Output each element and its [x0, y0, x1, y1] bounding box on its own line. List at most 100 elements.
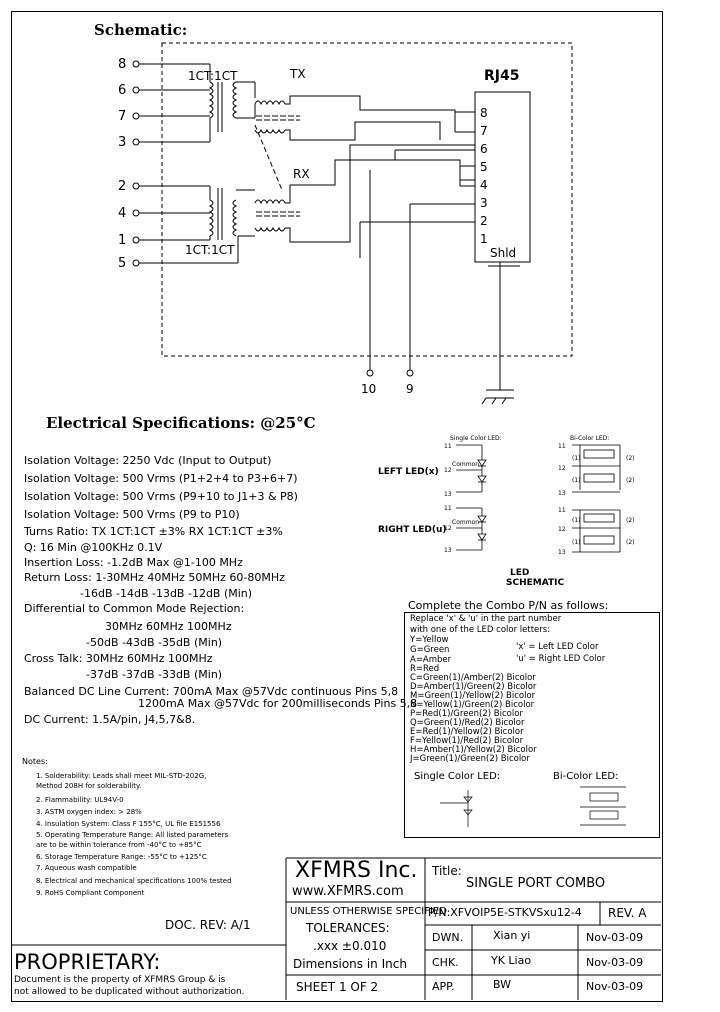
chk-date: Nov-03-09	[586, 956, 644, 969]
combo-box	[404, 612, 660, 838]
spec-line-9: -16dB -14dB -13dB -12dB (Min)	[80, 587, 253, 600]
electrical-specs-title: Electrical Specifications: @25°C	[46, 414, 316, 432]
xfmr-bottom-label: 1CT:1CT	[185, 243, 235, 257]
combo-letter: D=Amber(1)/Green(2) Bicolor	[410, 682, 537, 692]
title-label: Title:	[432, 864, 462, 878]
led-caption-2: SCHEMATIC	[506, 578, 564, 588]
spec-line-5: Turns Ratio: TX 1CT:1CT ±3% RX 1CT:1CT ±…	[24, 525, 283, 538]
combo-letter: A=Amber	[410, 655, 452, 665]
spec-line-4: Isolation Voltage: 500 Vrms (P9 to P10)	[24, 508, 240, 521]
spec-line-6: Q: 16 Min @100KHz 0.1V	[24, 541, 163, 554]
rx-label: RX	[293, 167, 310, 181]
chk-name: YK Liao	[491, 954, 532, 967]
combo-letter: Q=Green(1)/Red(2) Bicolor	[410, 718, 525, 728]
rj45-pin-7: 7	[480, 124, 488, 138]
combo-u-note: 'u' = Right LED Color	[516, 654, 606, 664]
combo-letter: E=Red(1)/Yellow(2) Bicolor	[410, 727, 524, 737]
pin-9-label: 9	[406, 382, 414, 396]
svg-text:13: 13	[558, 549, 566, 556]
drawing-title: SINGLE PORT COMBO	[466, 876, 606, 891]
spec-line-15: Balanced DC Line Current: 700mA Max @57V…	[24, 685, 399, 698]
note-line: are to be within tolerance from -40°C to…	[36, 841, 202, 849]
combo-bi-label: Bi-Color LED:	[553, 771, 619, 782]
svg-text:13: 13	[558, 490, 566, 497]
combo-letter: H=Amber(1)/Yellow(2) Bicolor	[410, 745, 537, 755]
company-name: XFMRS Inc.	[295, 858, 418, 883]
svg-text:11: 11	[444, 443, 452, 450]
svg-text:(1): (1)	[572, 539, 581, 546]
proprietary-line-2: not allowed to be duplicated without aut…	[14, 987, 245, 997]
note-line: 3. ASTM oxygen index: > 28%	[36, 808, 142, 816]
svg-text:13: 13	[444, 547, 452, 554]
company-website: www.XFMRS.com	[292, 884, 404, 899]
pin-10-label: 10	[361, 382, 376, 396]
page-border	[11, 11, 663, 1002]
spec-line-10: Differential to Common Mode Rejection:	[24, 602, 245, 615]
combo-x-note: 'x' = Left LED Color	[516, 642, 599, 652]
svg-text:12: 12	[444, 525, 452, 532]
note-line: Method 208H for solderability.	[36, 782, 142, 790]
chk-role: CHK.	[432, 956, 459, 969]
dwn-role: DWN.	[432, 931, 464, 944]
tolerance-value: .xxx ±0.010	[313, 939, 387, 953]
rj45-pin-8: 8	[480, 106, 488, 120]
combo-letter: F=Yellow(1)/Red(2) Bicolor	[410, 736, 524, 746]
svg-text:(2): (2)	[626, 455, 635, 462]
spec-line-13: Cross Talk: 30MHz 60MHz 100MHz	[24, 652, 213, 665]
combo-single-label: Single Color LED:	[414, 771, 501, 782]
combo-title: Complete the Combo P/N as follows:	[408, 599, 609, 612]
schematic-title: Schematic:	[94, 21, 188, 39]
svg-text:(2): (2)	[626, 517, 635, 524]
spec-line-1: Isolation Voltage: 2250 Vdc (Input to Ou…	[24, 454, 272, 467]
sheet-number: SHEET 1 OF 2	[296, 980, 379, 994]
spec-line-11: 30MHz 60MHz 100MHz	[105, 620, 232, 633]
svg-text:13: 13	[444, 491, 452, 498]
spec-line-8: Return Loss: 1-30MHz 40MHz 50MHz 60-80MH…	[24, 571, 285, 584]
dwn-name: Xian yi	[493, 929, 531, 942]
svg-text:(1): (1)	[572, 477, 581, 484]
combo-letter: J=Green(1)/Green(2) Bicolor	[410, 754, 530, 764]
spec-line-2: Isolation Voltage: 500 Vrms (P1+2+4 to P…	[24, 472, 298, 485]
svg-text:(1): (1)	[572, 517, 581, 524]
shield-label: Shld	[490, 246, 516, 260]
proprietary-heading: PROPRIETARY:	[14, 950, 161, 974]
pin-8-label: 8	[118, 57, 126, 72]
unless-specified: UNLESS OTHERWISE SPECIFIED	[290, 906, 447, 917]
part-number: P/N:XFVOIP5E-STKVSxu12-4	[428, 906, 582, 919]
spec-line-12: -50dB -43dB -35dB (Min)	[86, 636, 223, 649]
pin-5-label: 5	[118, 256, 126, 271]
svg-text:11: 11	[444, 505, 452, 512]
combo-intro-2: with one of the LED color letters:	[410, 625, 551, 635]
pin-7-label: 7	[118, 109, 126, 124]
led-common-1: Common	[452, 461, 479, 468]
rj45-pin-5: 5	[480, 160, 488, 174]
spec-line-14: -37dB -37dB -33dB (Min)	[86, 668, 223, 681]
combo-letter: P=Red(1)/Green(2) Bicolor	[410, 709, 523, 719]
svg-text:(2): (2)	[626, 539, 635, 546]
svg-text:12: 12	[558, 465, 566, 472]
pin-6-label: 6	[118, 83, 126, 98]
note-line: 6. Storage Temperature Range: -55°C to +…	[36, 853, 207, 861]
combo-letter: N=Yellow(1)/Green(2) Bicolor	[410, 700, 535, 710]
combo-letter: M=Green(1)/Yellow(2) Bicolor	[410, 691, 536, 701]
combo-led-icons	[440, 786, 626, 827]
dwn-date: Nov-03-09	[586, 931, 644, 944]
svg-text:12: 12	[558, 526, 566, 533]
combo-letter: R=Red	[410, 664, 440, 674]
note-line: 5. Operating Temperature Range: All list…	[36, 831, 229, 839]
notes-title: Notes:	[22, 757, 48, 766]
combo-letter: C=Green(1)/Amber(2) Bicolor	[410, 673, 536, 683]
rj45-pin-1: 1	[480, 232, 488, 246]
led-bi-label: Bi-Color LED:	[570, 435, 609, 442]
note-line: 1. Solderability: Leads shall meet MIL-S…	[36, 772, 207, 780]
pin-3-label: 3	[118, 135, 126, 150]
rj45-pin-2: 2	[480, 214, 488, 228]
rj45-pin-6: 6	[480, 142, 488, 156]
led-common-2: Common	[452, 519, 479, 526]
xfmr-top-label: 1CT:1CT	[188, 69, 238, 83]
combo-letter: G=Green	[410, 645, 450, 655]
left-led-label: LEFT LED(x)	[378, 467, 439, 477]
app-role: APP.	[432, 980, 455, 993]
rj45-pin-3: 3	[480, 196, 488, 210]
